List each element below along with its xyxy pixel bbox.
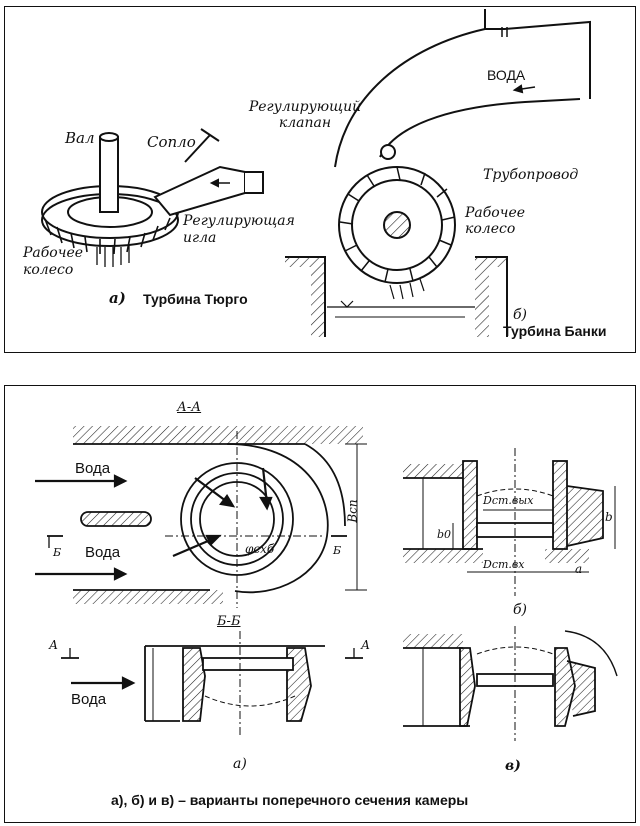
sub-letter-a: а) (109, 289, 126, 307)
mark-b-left: Б (53, 546, 62, 559)
dim-b0: b0 (437, 528, 452, 541)
water-label-3: Вода (71, 691, 107, 708)
chamber-caption: а), б) и в) – варианты поперечного сечен… (111, 792, 469, 808)
sub-letter-b: б) (513, 602, 528, 618)
nozzle-label: Сопло (147, 133, 196, 151)
dim-b-sp: Bсп (345, 499, 360, 523)
turgo-caption: Турбина Тюрго (143, 291, 248, 307)
water-label-2: Вода (85, 544, 121, 561)
dim-a: a (575, 562, 583, 576)
sub-letter-v: в) (505, 758, 521, 774)
turbines-drawing (41, 9, 591, 337)
dim-d-out: Dст.вых (483, 494, 534, 507)
mark-a-left: А (49, 638, 59, 652)
turgo-wheel-label: Рабочее колесо (23, 245, 84, 278)
pipe-label: Трубопровод (483, 167, 579, 183)
sub-letter-b: б) (513, 307, 528, 323)
dim-d-in: Dст.вх (483, 558, 525, 571)
turbines-panel: Вал Сопло Регулирующая игла Рабочее коле… (4, 6, 636, 353)
angle-phi: φсхб (245, 542, 275, 556)
section-aa-title: А-А (177, 400, 202, 415)
banki-wheel-label: Рабочее колесо (465, 205, 526, 237)
sub-letter-a: а) (233, 756, 247, 772)
mark-b-right: Б (333, 544, 342, 557)
banki-turbine (285, 9, 591, 337)
variant-b-view (403, 448, 616, 596)
valve-label: Регулирующий клапан (248, 99, 362, 131)
section-aa-view (35, 426, 367, 608)
variant-v-view (403, 626, 618, 741)
section-bb-view (61, 631, 363, 736)
section-bb-title: Б-Б (217, 614, 241, 629)
needle-label: Регулирующая игла (183, 213, 295, 246)
water-label: ВОДА (487, 67, 526, 83)
mark-a-right: А (361, 638, 371, 652)
chamber-drawing (35, 426, 618, 741)
shaft-label: Вал (65, 129, 95, 147)
banki-caption: Турбина Банки (503, 323, 607, 339)
chamber-sections-panel: А-А Вода Вода Вода Bсп φсхб Б Б Б-Б А А … (4, 385, 636, 823)
water-label-1: Вода (75, 460, 111, 477)
dim-b: b (605, 510, 613, 524)
turgo-turbine (41, 128, 264, 267)
